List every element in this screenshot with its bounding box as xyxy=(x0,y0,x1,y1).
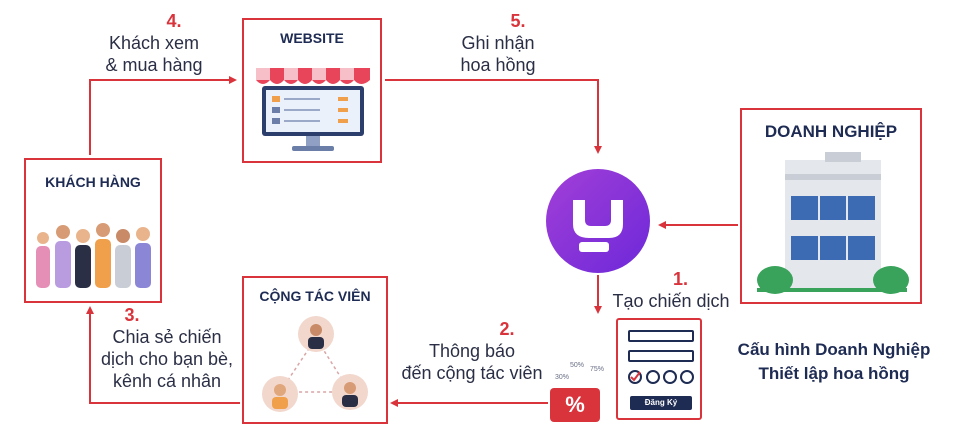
form-field-2 xyxy=(628,350,694,362)
arrow-customer-to-website xyxy=(89,76,237,155)
business-caption-line2: Thiết lập hoa hồng xyxy=(758,364,910,383)
step-1-number: 1. xyxy=(672,269,688,289)
step-1: 1. Tạo chiến dịch xyxy=(606,268,736,312)
percent-mark-2: 50% xyxy=(570,362,585,369)
campaign-form-card: Đăng Ký xyxy=(616,318,702,420)
business-box: DOANH NGHIỆP xyxy=(740,108,922,304)
monitor-shop-icon xyxy=(256,68,370,151)
website-title: WEBSITE xyxy=(280,30,344,46)
customer-box: KHÁCH HÀNG xyxy=(24,158,162,303)
discount-tag: % xyxy=(550,388,600,422)
step-4-label: Khách xem & mua hàng xyxy=(105,33,203,75)
step-5-number: 5. xyxy=(510,11,526,31)
step-2-number: 2. xyxy=(499,319,515,339)
step-4-number: 4. xyxy=(166,11,182,31)
form-field-1 xyxy=(628,330,694,342)
step-2-label: Thông báo đến cộng tác viên xyxy=(401,341,543,383)
form-option-4 xyxy=(680,370,694,384)
step-2: 2. Thông báo đến cộng tác viên xyxy=(392,318,552,384)
register-button: Đăng Ký xyxy=(630,396,692,410)
form-option-2 xyxy=(646,370,660,384)
check-icon xyxy=(628,370,642,384)
percent-mark-1: 30% xyxy=(555,374,570,381)
brand-logo-icon xyxy=(546,169,650,273)
step-3: 3. Chia sẻ chiến dịch cho bạn bè, kênh c… xyxy=(92,304,242,392)
affiliate-box: CỘNG TÁC VIÊN xyxy=(242,276,388,424)
business-caption: Cấu hình Doanh Nghiệp Thiết lập hoa hồng xyxy=(720,338,948,386)
percent-mark-3: 75% xyxy=(590,366,605,373)
affiliate-title: CỘNG TÁC VIÊN xyxy=(259,288,371,304)
arrow-affiliate-to-customer xyxy=(86,306,240,404)
form-option-3 xyxy=(663,370,677,384)
step-5-label: Ghi nhận hoa hồng xyxy=(460,33,536,75)
business-caption-line1: Cấu hình Doanh Nghiệp xyxy=(737,340,931,359)
business-title: DOANH NGHIỆP xyxy=(764,122,898,141)
customer-title: KHÁCH HÀNG xyxy=(45,174,141,190)
people-group-icon xyxy=(36,223,151,288)
office-building-icon xyxy=(757,152,909,294)
step-3-label: Chia sẻ chiến dịch cho bạn bè, kênh cá n… xyxy=(100,327,234,391)
step-4: 4. Khách xem & mua hàng xyxy=(92,10,216,76)
step-3-number: 3. xyxy=(124,305,140,325)
website-box: WEBSITE xyxy=(242,18,382,163)
affiliate-network-icon xyxy=(262,316,368,412)
step-5: 5. Ghi nhận hoa hồng xyxy=(438,10,558,76)
arrow-website-to-logo xyxy=(385,79,602,154)
step-1-label: Tạo chiến dịch xyxy=(612,291,730,311)
